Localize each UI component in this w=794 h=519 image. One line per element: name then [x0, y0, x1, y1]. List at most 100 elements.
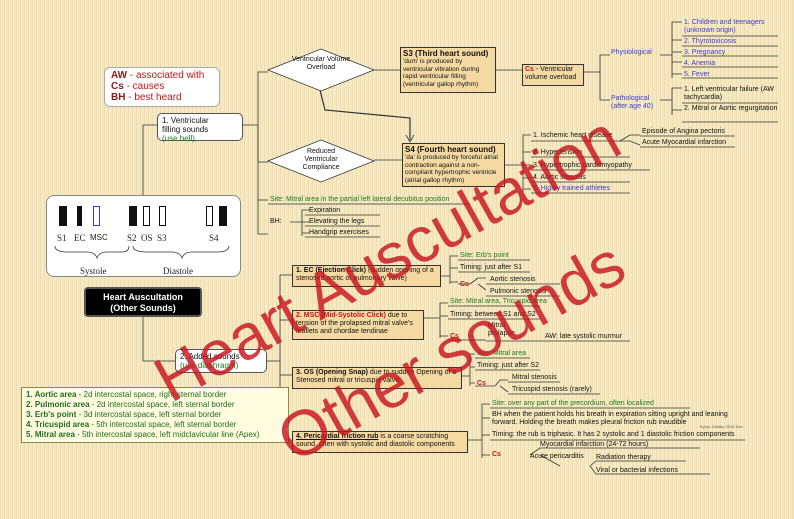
bh-item-1: Expiration: [309, 207, 341, 214]
bh-item-2: Elevating the legs: [309, 218, 365, 225]
msc-label: MSC: [90, 233, 108, 242]
s2-bar: [129, 206, 137, 226]
area-erbs: 3. Erb's point - 3d intercostal space, l…: [26, 410, 222, 419]
rub-title: 4. Pericardial friction rub: [296, 433, 379, 440]
s3-cause-box: Cs - Ventricular volume overload: [522, 64, 584, 86]
area-pulmonic: 2. Pulmonic area - 2d intercostal space,…: [26, 400, 235, 409]
rvc-diamond: [266, 139, 376, 183]
s4-desc: 'da' is produced by forceful atrial cont…: [405, 154, 498, 184]
s4-title: S4 (Fourth heart sound): [405, 145, 496, 154]
s3-desc: 'dum' is produced by ventricular vibrati…: [403, 58, 480, 88]
s4-item-2: 2. Hypertension: [533, 149, 583, 156]
phys-item-3: 3. Pregnancy: [684, 49, 726, 56]
s3-cs: Cs: [525, 66, 534, 73]
ec-title: 1. EC (Ejection Click): [296, 267, 367, 274]
rub-acute-1: Radiation therapy: [596, 454, 651, 461]
bh-label: BH:: [270, 218, 282, 225]
s4-item-1: 1. Ischemic heart disease: [533, 132, 613, 139]
msc-cs: Cs: [450, 333, 459, 340]
rub-box: 4. Pericardial friction rub is a coarse …: [292, 431, 468, 453]
msc-site: Site: Mitral area, Tricuspid area: [450, 298, 547, 305]
msc-title: 2. MSC (Mid-Systolic Click): [296, 312, 386, 319]
rub-timing: Timing: the rub is triphasic. It has 2 s…: [492, 431, 735, 438]
added-sounds-node: 2. Added sounds (use diaphragm): [175, 349, 267, 373]
os-title: 3. OS (Opening Snap): [296, 369, 368, 376]
msc-desc: due to tension of the prolapsed mitral v…: [296, 312, 413, 335]
site-mitral-decubitus: Site: Mitral area in the partial left la…: [270, 196, 450, 203]
ec-label: EC: [74, 233, 86, 243]
os-bar: [143, 206, 150, 226]
os-timing: Timing: just after S2: [477, 362, 539, 369]
msc-aw: AW: late systolic murmur: [545, 333, 623, 340]
rvc-label: Reduced Ventricular Compliance: [302, 148, 340, 171]
s4-item-5: 5. Highly trained athletes: [533, 185, 611, 192]
filling-title: 1. Ventricular: [162, 116, 209, 125]
s1-bar: [59, 206, 67, 226]
msc-timing: Timing: between S1 and S2: [450, 311, 536, 318]
rub-bh: BH when the patient holds his breath in …: [492, 411, 728, 426]
s1-label: S1: [57, 233, 67, 243]
ec-box: 1. EC (Ejection Click) (sudden opening o…: [292, 265, 441, 287]
rub-acute-2: Viral or bacterial infections: [596, 467, 678, 474]
os-cs-2: Tricuspid stenosis (rarely): [512, 386, 592, 393]
added-title: 2. Added sounds: [180, 352, 240, 361]
s3-title: S3 (Third heart sound): [403, 49, 489, 58]
ischemic-sub-2: Acute Myocardial infarction: [642, 139, 727, 146]
os-desc: due to sudden Opening of a Stenosed mitr…: [296, 369, 457, 384]
systole-label: Systole: [80, 266, 107, 276]
path-item-2: 2. Mitral or Aortic regurgitation: [684, 105, 778, 112]
ec-cs-2: Pulmonic stenosis: [490, 288, 547, 295]
os-cs-1: Mitral stenosis: [512, 374, 557, 381]
os-cs: Cs: [477, 380, 486, 387]
ec-timing: Timing: just after S1: [460, 264, 522, 271]
rub-cs: Cs: [492, 451, 501, 458]
central-subtitle: (Other Sounds): [110, 303, 176, 313]
ec-bar: [77, 206, 82, 226]
os-site: Site: Mitral area: [477, 350, 527, 357]
phys-item-5: 5. Fever: [684, 71, 710, 78]
added-sub: (use diaphragm): [180, 361, 239, 370]
s4-box: S4 (Fourth heart sound) 'da' is produced…: [402, 143, 505, 187]
s3-box: S3 (Third heart sound) 'dum' is produced…: [400, 47, 496, 93]
s4-item-3: 3. Hypertrophic cardiomyopathy: [533, 162, 632, 169]
area-tricuspid: 4. Tricuspid area - 5th intercostal spac…: [26, 420, 237, 429]
s3-bar: [159, 206, 166, 226]
phonocardiogram: S1 EC MSC S2 OS S3 S4 Systole Diastole: [46, 195, 241, 277]
s4-left-bar: [206, 206, 213, 226]
ec-cs: Cs: [460, 281, 469, 288]
rub-site: Site: over any part of the precordium, o…: [492, 400, 654, 407]
msc-cs-item: Mitral prolapse: [488, 322, 515, 337]
systole-diastole-brace: [54, 245, 230, 260]
phys-item-1: 1. Children and teenagers (unknown origi…: [684, 19, 765, 34]
s4-bar: [219, 206, 227, 226]
bh-item-3: Handgrip exercises: [309, 229, 369, 236]
legend-box: AW - associated with Cs - causes BH - be…: [104, 67, 220, 107]
filling-sub: (use bell): [162, 134, 195, 143]
vvo-diamond: [266, 48, 376, 92]
filling-title-2: filling sounds: [162, 125, 209, 134]
central-node: Heart Auscultation (Other Sounds): [84, 287, 202, 317]
pathological-label: Pathological (after age 40): [611, 95, 654, 110]
central-title: Heart Auscultation: [103, 292, 183, 302]
physiological-label: Physiological: [611, 49, 652, 56]
ec-cs-1: Aortic stenosis: [490, 276, 536, 283]
phys-item-4: 4. Anemia: [684, 60, 716, 67]
legend-aw: AW - associated with: [111, 70, 205, 81]
vvo-label: Ventricular Volume Overload: [291, 56, 351, 71]
phys-item-2: 2. Thyrotoxicosis: [684, 38, 737, 45]
rub-mi: Myocardial infarction (24-72 hours): [540, 441, 649, 448]
rub-acute: Acute pericarditis: [530, 453, 584, 460]
legend-bh: BH - best heard: [111, 92, 182, 103]
auscultation-areas: 1. Aortic area - 2d intercostal space, r…: [21, 387, 289, 443]
area-aortic: 1. Aortic area - 2d intercostal space, r…: [26, 390, 227, 399]
s3-cs-text: - Ventricular volume overload: [525, 66, 577, 81]
ec-desc: (sudden opening of a stenosed aortic or …: [296, 267, 434, 282]
msc-bar: [93, 206, 100, 226]
legend-cs: Cs - causes: [111, 81, 165, 92]
area-mitral: 5. Mitral area - 5th intercostal space, …: [26, 430, 260, 439]
msc-box: 2. MSC (Mid-Systolic Click) due to tensi…: [292, 310, 424, 340]
s4-item-4: 4. Aortic stenosis: [533, 174, 586, 181]
author-signature: Kyryn Zolotko 2019 Dec.: [700, 424, 744, 429]
s3-label: S3: [157, 233, 167, 243]
